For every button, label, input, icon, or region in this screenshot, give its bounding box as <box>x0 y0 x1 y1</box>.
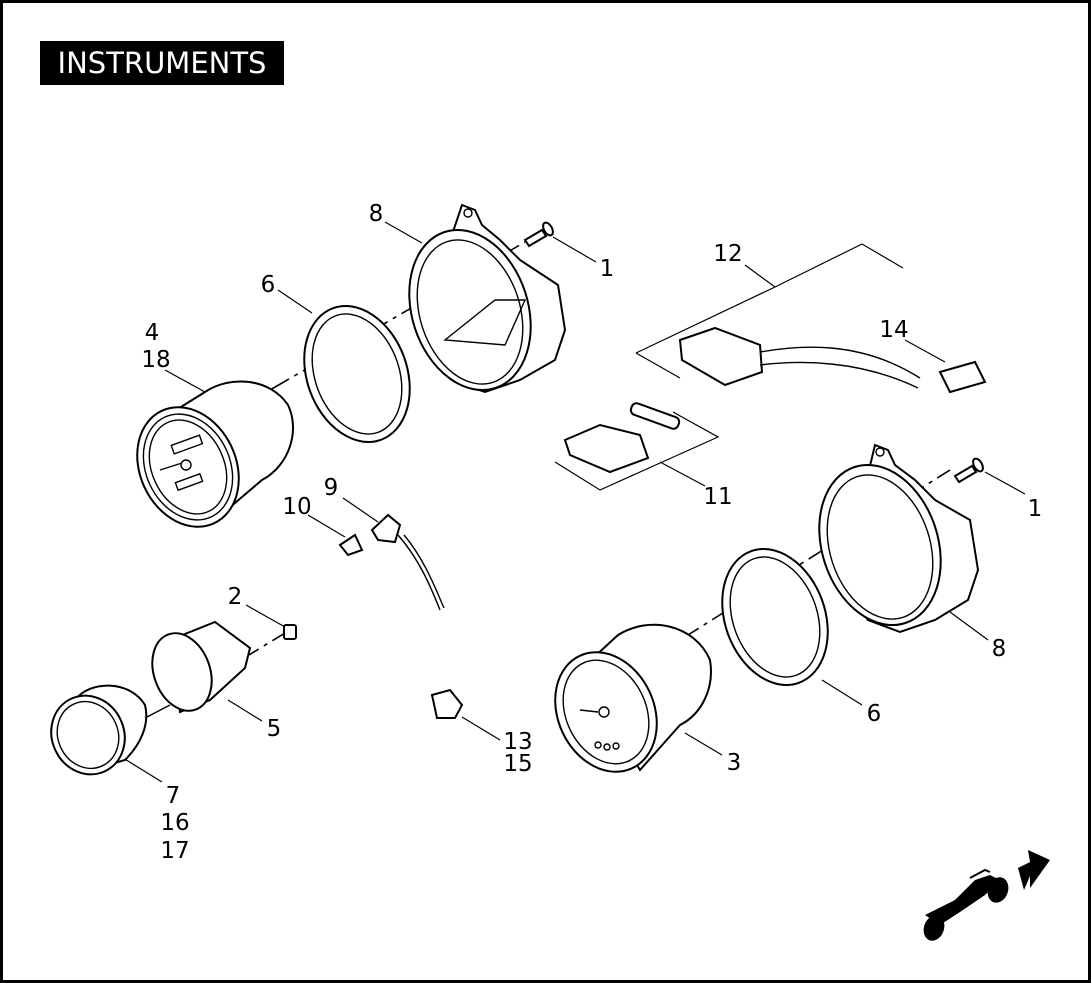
callout-6: 6 <box>261 272 276 298</box>
rubber-plug <box>338 533 364 557</box>
tachometer <box>50 684 171 776</box>
callout-3: 3 <box>727 750 742 776</box>
exploded-view: 8 1 12 6 4 18 14 11 9 10 1 2 5 8 6 13 15… <box>50 201 1050 941</box>
wiring-harness <box>678 326 987 394</box>
callout-12: 12 <box>713 241 742 267</box>
callout-1: 1 <box>1028 496 1043 522</box>
callout-17: 17 <box>160 838 189 864</box>
callout-labels: 8 1 12 6 4 18 14 11 9 10 1 2 5 8 6 13 15… <box>141 201 1042 864</box>
gasket-ring-lower <box>721 548 829 686</box>
callout-16: 16 <box>160 810 189 836</box>
speedometer-upper <box>136 380 294 528</box>
callout-6: 6 <box>867 701 882 727</box>
gauge-bracket <box>151 620 252 714</box>
gasket-ring-upper <box>303 305 411 443</box>
sensor-switch <box>370 513 445 611</box>
leader-lines <box>122 221 1026 783</box>
callout-9: 9 <box>324 475 339 501</box>
gauge-lower <box>554 623 712 773</box>
callout-8: 8 <box>992 636 1007 662</box>
fuse-holder <box>563 402 681 474</box>
callout-2: 2 <box>228 584 243 610</box>
callout-13: 13 <box>503 729 532 755</box>
callout-10: 10 <box>282 494 311 520</box>
callout-8: 8 <box>369 201 384 227</box>
instrument-housing-upper <box>408 203 567 394</box>
callout-4: 4 <box>145 320 160 346</box>
motorcycle-direction-icon <box>923 850 1050 941</box>
callout-7: 7 <box>166 783 181 809</box>
diagram-title: INSTRUMENTS <box>40 41 284 85</box>
callout-15: 15 <box>503 751 532 777</box>
instrument-housing-lower <box>818 443 980 634</box>
screw-lower <box>953 457 984 484</box>
connector <box>430 688 464 719</box>
screw-upper <box>523 221 554 248</box>
callout-14: 14 <box>879 317 908 343</box>
callout-11: 11 <box>703 484 732 510</box>
nut <box>283 624 297 640</box>
callout-1: 1 <box>600 256 615 282</box>
callout-5: 5 <box>267 716 282 742</box>
callout-18: 18 <box>141 347 170 373</box>
